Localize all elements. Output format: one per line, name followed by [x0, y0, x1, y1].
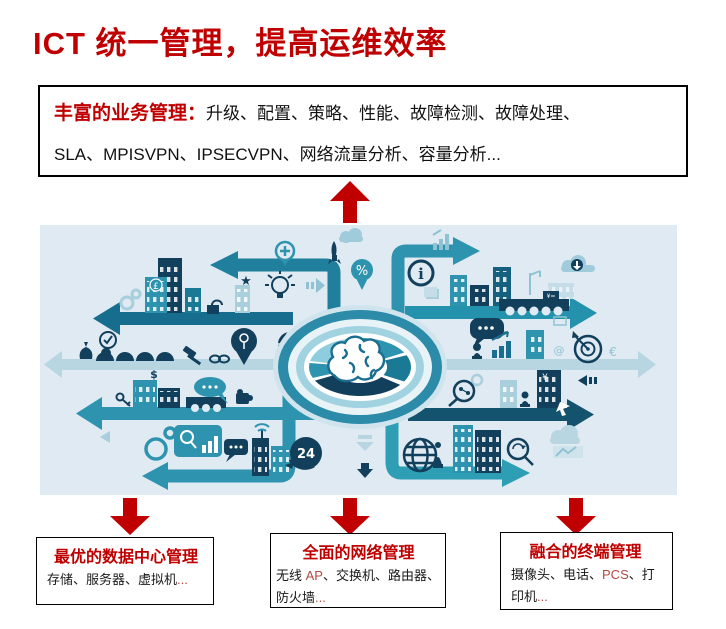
check-bubble-icon: [99, 331, 117, 349]
network-card: 全面的网络管理 无线 AP、交换机、路由器、防火墙...: [270, 533, 446, 608]
chess-piece-icon: [433, 442, 443, 468]
growth-chart-icon: [491, 331, 511, 358]
pin-key-icon: [231, 328, 257, 365]
at-icon: @: [554, 344, 565, 357]
down-arrow-icon: [330, 498, 370, 535]
svg-text:24: 24: [297, 447, 315, 462]
calendar-building-icon: ¥=: [543, 283, 574, 300]
globe-wire-icon: [402, 437, 438, 473]
mini-arrow-icon: [306, 278, 325, 293]
page-title: ICT 统一管理，提高运维效率: [33, 26, 448, 61]
cloud-download-icon: [561, 255, 595, 272]
gear-pair-pale-icon: [119, 288, 142, 311]
puzzle-icon: [236, 389, 253, 404]
info-icon: i: [407, 259, 435, 287]
buildings-top-left: £: [145, 258, 250, 313]
building-mid-right: [526, 330, 544, 359]
svg-text:¥: ¥: [542, 373, 548, 383]
datacenter-card: 最优的数据中心管理 存储、服务器、虚拟机...: [36, 537, 214, 605]
terminal-card: 融合的终端管理 摄像头、电话、PCS、打印机...: [500, 532, 673, 610]
pawn-small-icon: [520, 391, 530, 407]
lightbulb-icon: [265, 271, 295, 298]
pawn-icon: [472, 343, 482, 359]
cloud-chart-icon: [550, 425, 583, 458]
business-management-box: 丰富的业务管理：升级、配置、策略、性能、故障检测、故障处理、 SLA、MPISV…: [38, 85, 688, 177]
up-arrow-icon: [330, 181, 370, 223]
feature-box-line1: 升级、配置、策略、性能、故障检测、故障处理、: [206, 104, 581, 123]
key-icon: [115, 392, 131, 407]
bar-chart-icon: [432, 229, 449, 250]
datacenter-card-title: 最优的数据中心管理: [53, 549, 198, 566]
people-row-icon: [96, 352, 174, 361]
buildings-bottom-left: [252, 430, 291, 476]
page-icon: [424, 287, 439, 299]
magnifier-refresh-icon: [506, 437, 534, 466]
rocket-icon: [328, 241, 341, 264]
money-bag-icon: [79, 342, 93, 359]
svg-text:i: i: [418, 265, 424, 283]
cursor-icon: [556, 402, 570, 416]
svg-text:£: £: [153, 282, 159, 292]
link-icon: [209, 354, 230, 364]
ict-illustration: £ ★ % i: [40, 225, 677, 495]
down-arrow-icon: [110, 498, 150, 535]
percent-bubble-icon: %: [351, 259, 373, 290]
feature-box-heading: 丰富的业务管理：: [54, 103, 207, 124]
svg-text:¥=: ¥=: [547, 293, 556, 300]
crane-icon: [529, 270, 541, 295]
target-icon: [572, 331, 603, 364]
magnifier-molecule-icon: [448, 379, 476, 407]
buildings-top-right: [450, 267, 569, 316]
down-arrow-icon: [556, 498, 596, 535]
speech-bubble-dark-icon: [224, 439, 248, 462]
lock-icon: [207, 299, 223, 314]
brain-icon: [327, 335, 386, 383]
terminal-card-title: 融合的终端管理: [529, 544, 642, 561]
mini-dark-arrow-icon: [578, 375, 597, 386]
euro-icon: €: [609, 345, 617, 359]
buildings-lower-left: $: [133, 368, 226, 412]
cloud-icon: [339, 228, 363, 243]
svg-text:$: $: [150, 368, 158, 381]
star-icon: ★: [240, 274, 252, 289]
svg-text:%: %: [356, 264, 368, 279]
buildings-bottom-right: [453, 425, 501, 473]
central-hub: [273, 305, 447, 429]
terminal-card-body: 摄像头、电话、PCS、打印机...: [511, 567, 655, 604]
network-card-title: 全面的网络管理: [302, 545, 415, 562]
chart-card-icon: [174, 425, 222, 457]
gear-pale-icon: [470, 373, 484, 387]
24h-badge-icon: 24: [285, 437, 322, 470]
feature-box-line2: SLA、MPISVPN、IPSECVPN、网络流量分析、容量分析...: [54, 145, 501, 164]
datacenter-card-body: 存储、服务器、虚拟机...: [47, 572, 188, 587]
buildings-on-r3: ¥: [500, 370, 561, 408]
mini-arrows-icon: [356, 435, 374, 478]
mini-left-arrow-icon: [100, 431, 110, 443]
mail-icon: [553, 316, 567, 326]
speech-bubble-teal-icon: [194, 377, 228, 404]
plus-pin-icon: [274, 240, 296, 266]
gavel-icon: [182, 345, 202, 366]
network-card-body: 无线 AP、交换机、路由器、防火墙...: [276, 568, 440, 605]
wifi-icon: [254, 423, 270, 432]
